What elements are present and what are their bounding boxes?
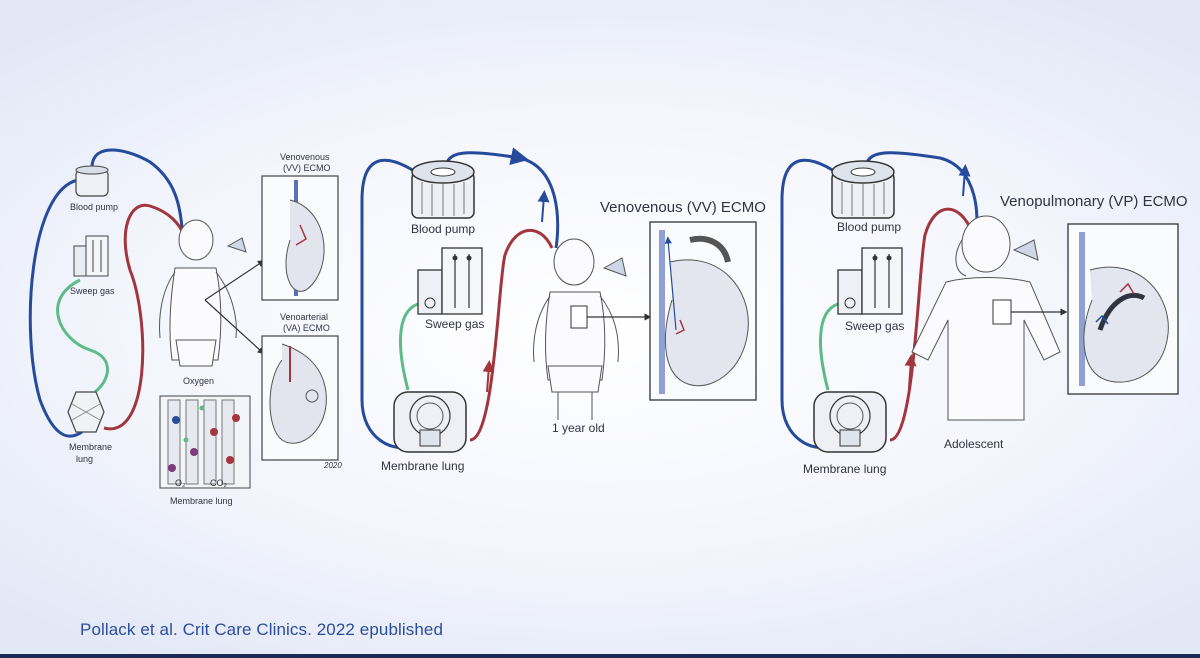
- sweep-gas-meter: [417, 247, 483, 315]
- vv-inset-title-2: (VV) ECMO: [283, 163, 331, 173]
- membrane-inset-label: Membrane lung: [170, 496, 233, 506]
- va-inset-title-1: Venoarterial: [280, 312, 328, 322]
- blood-pump-label: Blood pump: [837, 220, 901, 234]
- venous-flow-arrow: [537, 190, 550, 223]
- membrane-lung-label: Membrane lung: [803, 462, 886, 476]
- arterial-flow-arrow: [904, 354, 917, 389]
- blood-pump-small: [75, 165, 109, 197]
- arterial-tube: [469, 229, 554, 442]
- sweep-gas-label: Sweep gas: [425, 317, 484, 331]
- venous-tube: [360, 158, 433, 449]
- membrane-lung-label-2: lung: [76, 454, 93, 464]
- membrane-lung: [393, 391, 467, 453]
- sweep-gas-tube: [818, 302, 839, 391]
- panel-title: Venopulmonary (VP) ECMO: [1000, 193, 1188, 210]
- heart-inset: [649, 221, 757, 401]
- venous-tube: [780, 158, 853, 449]
- blood-pump-label: Blood pump: [70, 202, 118, 212]
- sweep-gas-meter: [837, 247, 903, 315]
- membrane-lung-label: Membrane lung: [381, 459, 464, 473]
- arterial-tube: [889, 207, 974, 442]
- vv-inset-title-1: Venovenous: [280, 152, 330, 162]
- citation: Pollack et al. Crit Care Clinics. 2022 e…: [80, 620, 444, 639]
- sweep-gas-meter-small: [73, 235, 109, 277]
- sweep-gas-tube: [398, 302, 419, 391]
- sweep-gas-label: Sweep gas: [845, 319, 904, 333]
- o2-legend: O₂: [175, 478, 186, 488]
- venous-tube: [444, 147, 560, 249]
- bottom-divider: [0, 654, 1200, 658]
- membrane-lung-small: [67, 391, 105, 433]
- panel-3-vp-ecmo: Blood pump Sweep gas Membrane lung Ado: [780, 151, 1188, 476]
- child-figure: [159, 219, 247, 367]
- heart-inset: [1067, 223, 1179, 395]
- patient-label: Adolescent: [944, 437, 1004, 451]
- blood-pump: [831, 160, 895, 219]
- panel-2-vv-ecmo: Blood pump Sweep gas Membrane lung: [360, 147, 766, 473]
- membrane-lung: [813, 391, 887, 453]
- venous-tube: [864, 151, 979, 231]
- infant-figure: [533, 238, 627, 420]
- sweep-gas-tube: [56, 278, 109, 394]
- pointer-to-vv: [204, 260, 265, 301]
- pointer-to-va: [204, 299, 265, 355]
- va-heart-inset: [261, 335, 339, 461]
- va-inset-title-2: (VA) ECMO: [283, 323, 330, 333]
- signature-year: 2020: [323, 461, 342, 470]
- blood-pump: [411, 160, 475, 219]
- co2-legend: CO₂: [210, 478, 228, 488]
- blood-pump-label: Blood pump: [411, 222, 475, 236]
- arterial-tube: [103, 203, 186, 431]
- arterial-flow-arrow: [482, 360, 495, 393]
- adolescent-figure: [911, 215, 1061, 421]
- vv-heart-inset: [261, 175, 339, 301]
- panel-1-overview: Blood pump Sweep gas Membrane lung: [28, 148, 342, 506]
- panel-title: Venovenous (VV) ECMO: [600, 199, 766, 216]
- sweep-gas-label: Sweep gas: [70, 286, 115, 296]
- membrane-fibre-inset: [159, 395, 251, 489]
- venous-tube: [90, 148, 184, 229]
- venous-tube: [28, 178, 83, 438]
- oxygen-label: Oxygen: [183, 376, 214, 386]
- venous-flow-arrow: [958, 164, 971, 197]
- membrane-lung-label-1: Membrane: [69, 442, 112, 452]
- patient-label: 1 year old: [552, 421, 605, 435]
